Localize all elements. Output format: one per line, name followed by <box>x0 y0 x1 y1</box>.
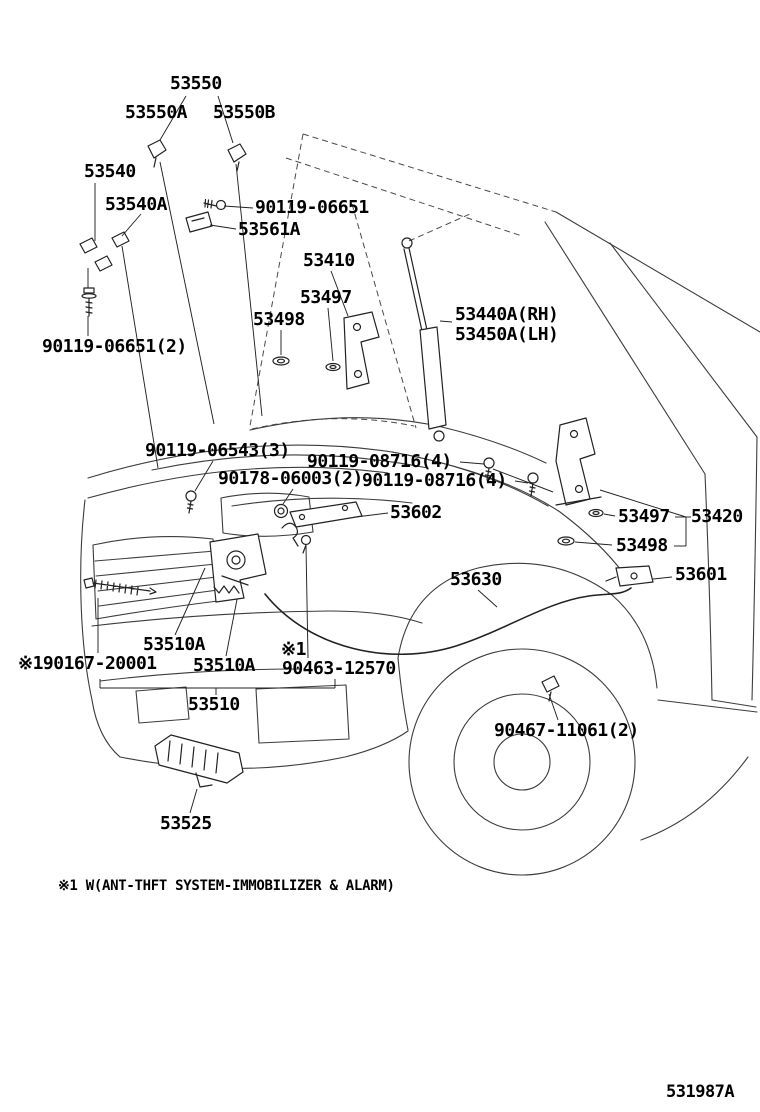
part-label-53497-right: 53497 <box>618 506 670 527</box>
part-label-90119-08716-upper: 90119-08716(4) <box>307 451 452 472</box>
clip-90467-11061-drawing <box>541 675 560 702</box>
part-label-53540: 53540 <box>84 161 136 182</box>
hinge-53410-drawing <box>343 311 380 390</box>
part-label-53498-left: 53498 <box>253 309 305 330</box>
clip-53540a-drawing <box>111 231 130 248</box>
bolt-90119-06651-drawing <box>203 198 227 211</box>
washer-53498-left-drawing <box>272 356 290 366</box>
part-label-53602: 53602 <box>390 502 442 523</box>
part-label-53450a-lh: 53450A(LH) <box>455 324 559 345</box>
part-label-90467-11061: 90467-11061(2) <box>494 720 639 741</box>
part-label-53550a: 53550A <box>125 102 188 123</box>
part-label-53497-left: 53497 <box>300 287 352 308</box>
bolt-90119-08716-upper-drawing <box>483 457 495 481</box>
part-label-53550b: 53550B <box>213 102 276 123</box>
part-label-53510: 53510 <box>188 694 240 715</box>
part-label-90178-06003: 90178-06003(2) <box>218 468 363 489</box>
leader-lines <box>87 95 691 814</box>
bracket-53561a-drawing <box>185 211 213 233</box>
diagram-code: 531987A <box>666 1082 735 1102</box>
hood-strut-53440a-drawing <box>401 237 447 442</box>
part-label-90119-06651: 90119-06651 <box>255 197 369 218</box>
bolt-90119-06543-drawing <box>185 490 197 514</box>
part-label-53525: 53525 <box>160 813 212 834</box>
part-label-90119-06543: 90119-06543(3) <box>145 440 290 461</box>
part-label-53601: 53601 <box>675 564 727 585</box>
part-label-190167-20001: ※190167-20001 <box>18 653 157 674</box>
part-label-note1-marker: ※1 <box>281 639 306 660</box>
part-label-90119-06651-2: 90119-06651(2) <box>42 336 187 357</box>
bracket-53602-drawing <box>289 501 363 528</box>
hinge-53420-drawing <box>555 417 602 506</box>
part-label-53498-right: 53498 <box>616 535 668 556</box>
screw-90119-06651-2-drawing <box>81 287 97 317</box>
diagram-footnote: ※1 W(ANT-THFT SYSTEM-IMMOBILIZER & ALARM… <box>58 878 395 894</box>
washer-53497-left-drawing <box>325 362 341 372</box>
part-label-53410: 53410 <box>303 250 355 271</box>
retainer-53525-drawing <box>154 734 244 788</box>
clip-53550a-drawing <box>147 139 167 168</box>
part-label-53510a-left: 53510A <box>143 634 206 655</box>
cable-clamp-90463-drawing <box>300 534 312 554</box>
grommet-90178-06003-drawing <box>273 503 289 519</box>
part-label-90119-08716-lower: 90119-08716(4) <box>362 470 507 491</box>
part-label-53510a-right: 53510A <box>193 655 256 676</box>
release-handle-53601-drawing <box>605 565 654 587</box>
part-label-53630: 53630 <box>450 569 502 590</box>
clips-53540-drawing <box>79 237 113 272</box>
washer-53498-right-drawing <box>557 536 575 546</box>
bolt-90119-08716-lower-drawing <box>527 472 539 497</box>
hood-lock-53510-drawing <box>209 522 299 603</box>
part-label-90463-12570: 90463-12570 <box>282 658 396 679</box>
clip-53550b-drawing <box>227 143 247 172</box>
screw-190167-20001-drawing <box>83 577 157 596</box>
part-label-53540a: 53540A <box>105 194 168 215</box>
washer-53497-right-drawing <box>588 508 604 518</box>
part-label-53561a: 53561A <box>238 219 301 240</box>
part-label-53420: 53420 <box>691 506 743 527</box>
hood-dashed-outline <box>249 133 557 430</box>
release-cable-53630-drawing <box>264 587 632 656</box>
part-label-53440a-rh: 53440A(RH) <box>455 304 559 325</box>
part-label-53550: 53550 <box>170 73 222 94</box>
